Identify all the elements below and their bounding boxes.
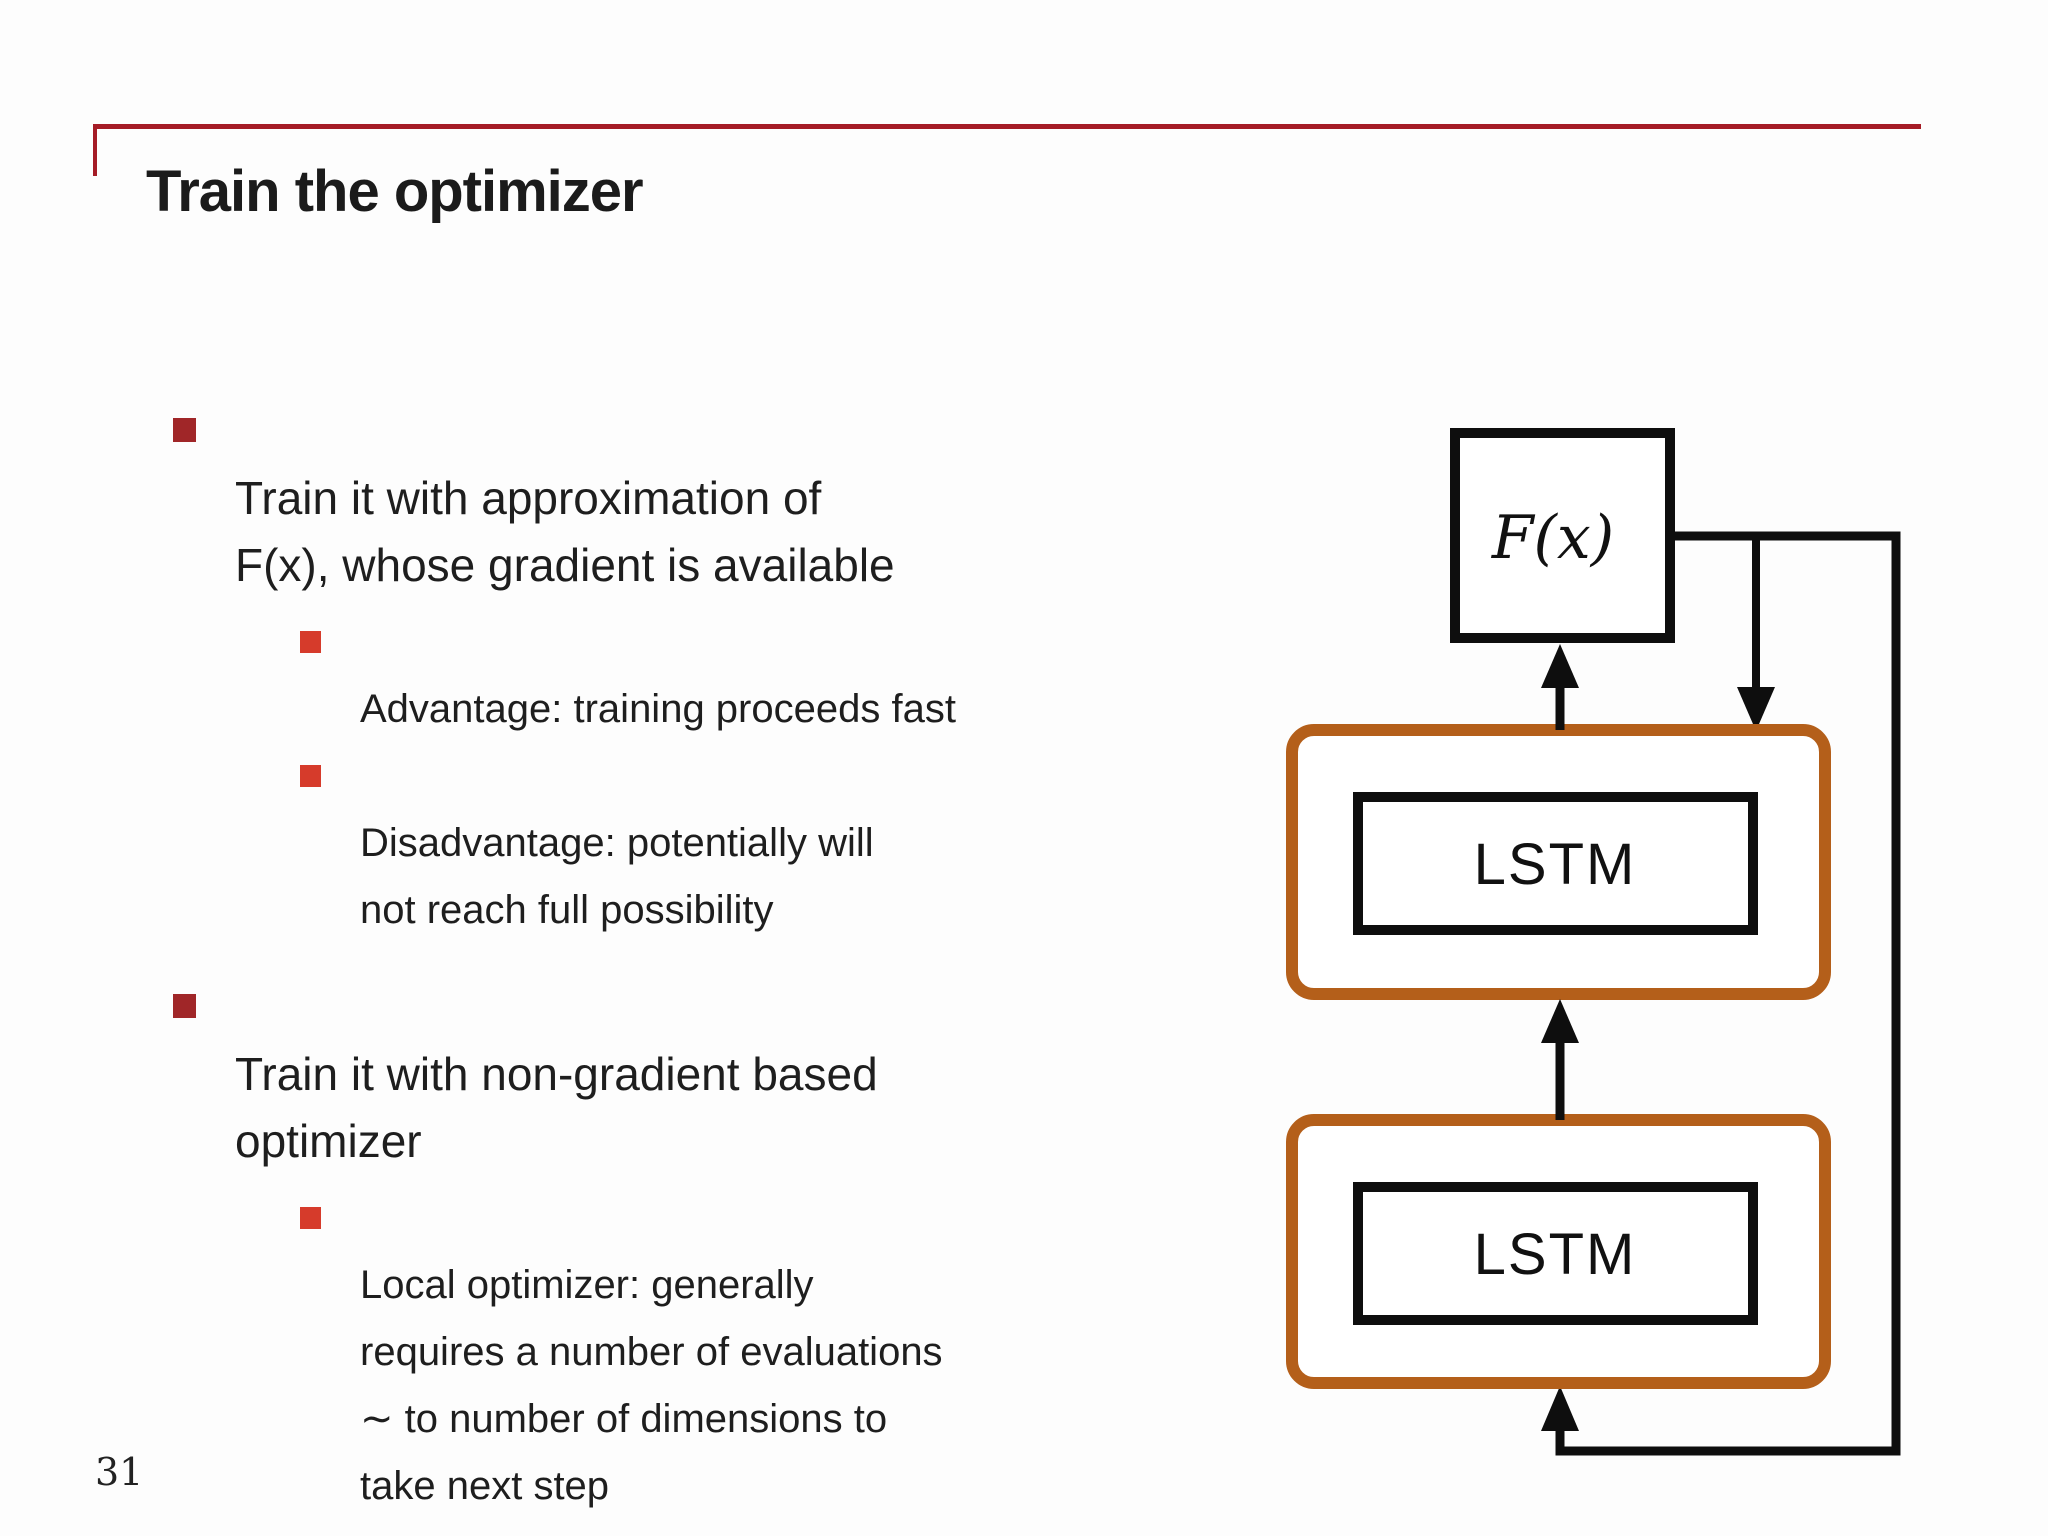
bullet-square-icon (173, 418, 196, 442)
bullet-list: Train it with approximation of F(x), who… (150, 398, 1230, 1536)
bullet-square-icon (300, 1207, 321, 1229)
list-item-text: Train it with approximation of F(x), who… (235, 472, 895, 591)
list-item-text: Disadvantage: potentially will not reach… (360, 821, 874, 932)
list-item: Train it with non-gradient based optimiz… (150, 974, 1230, 1175)
feedback-loop-line (1555, 531, 1901, 1456)
lstm-top-box (1353, 792, 1758, 935)
fx-label: F(x) (1491, 503, 1614, 573)
down-arrowhead-icon (1737, 687, 1775, 731)
lstm-to-lstm-arrowhead-icon (1541, 999, 1579, 1043)
list-item-text: Advantage: training proceeds fast (360, 687, 956, 731)
list-item: Local optimizer: generally requires a nu… (150, 1185, 1230, 1520)
page-number: 31 (95, 1450, 144, 1494)
bullet-square-icon (300, 765, 321, 787)
feedback-arrowhead-icon (1541, 1386, 1579, 1431)
bullet-square-icon (173, 994, 196, 1018)
list-item: Train it with approximation of F(x), who… (150, 398, 1230, 599)
page-title: Train the optimizer (146, 159, 644, 224)
fx-box (1450, 428, 1675, 643)
lstm-bottom-box (1353, 1182, 1758, 1325)
header-rule (93, 124, 1921, 129)
list-item: Disadvantage: potentially will not reach… (150, 743, 1230, 944)
list-item-text: Train it with non-gradient based optimiz… (235, 1048, 878, 1167)
lstm-bottom-label: LSTM (1474, 1222, 1637, 1287)
lstm-to-fx-arrowhead-icon (1541, 644, 1579, 688)
header-rule-corner-tick (93, 124, 97, 176)
list-item-text: Local optimizer: generally requires a nu… (360, 1263, 943, 1508)
list-item: Advantage: training proceeds fast (150, 609, 1230, 743)
bullet-square-icon (300, 631, 321, 653)
lstm-top-label: LSTM (1474, 832, 1637, 897)
